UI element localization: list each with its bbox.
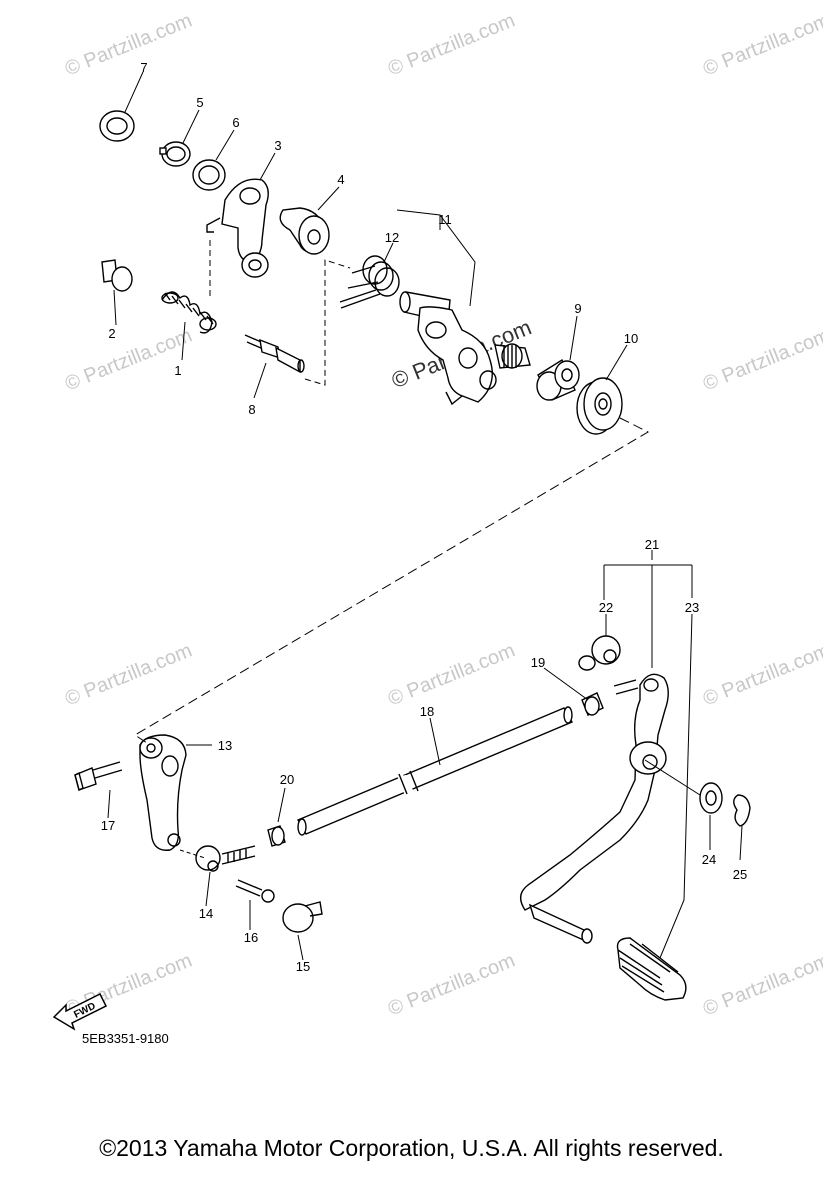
part-25-clip[interactable] [733,794,751,827]
part-7-washer[interactable] [99,110,135,142]
part-16-bolt[interactable] [235,879,275,903]
callout-label: 4 [337,172,344,187]
callout-label: 23 [685,600,699,615]
callout-label: 3 [274,138,281,153]
callout-label: 9 [574,301,581,316]
callout-label: 25 [733,867,747,882]
part-9-bushing[interactable] [536,358,580,401]
fwd-label: FWD [72,1001,97,1021]
callout-label: 1 [174,363,181,378]
part-1-spring[interactable] [161,291,217,334]
callout-label: 2 [108,326,115,341]
part-21-shift-pedal[interactable] [520,673,669,944]
callout-label: 18 [420,704,434,719]
callout-label: 20 [280,772,294,787]
fwd-arrow-icon: FWD [52,992,108,1031]
part-2-pin[interactable] [101,259,133,292]
callout-label: 15 [296,959,310,974]
part-22-rod-joint[interactable] [578,635,621,671]
callout-label: 11 [438,212,452,227]
part-20-nut[interactable] [267,825,286,847]
callout-label: 14 [199,906,213,921]
part-19-nut[interactable] [581,692,604,716]
callout-label: 13 [218,738,232,753]
callout-label: 8 [248,402,255,417]
callout-label: 12 [385,230,399,245]
part-5-circlip[interactable] [159,141,191,167]
callout-label: 17 [101,818,115,833]
part-8-bolt[interactable] [244,334,305,374]
callout-label: 10 [624,331,638,346]
part-6-washer[interactable] [192,159,226,191]
part-23-pedal-rubber[interactable] [616,937,687,1001]
part-17-bolt[interactable] [74,761,123,792]
callout-label: 21 [645,537,659,552]
part-13-shift-arm[interactable] [139,734,187,851]
callout-label: 6 [232,115,239,130]
part-14-ball-joint[interactable] [195,845,256,872]
copyright-notice: ©2013 Yamaha Motor Corporation, U.S.A. A… [99,1135,724,1161]
callout-label: 19 [531,655,545,670]
callout-labels: 7 5 6 3 4 11 12 2 1 8 9 10 21 22 23 19 1… [101,60,747,974]
part-12-torsion-spring[interactable] [339,255,400,309]
callout-label: 5 [196,95,203,110]
part-10-oil-seal[interactable] [576,377,623,435]
part-18-shift-rod[interactable] [297,706,573,836]
leader-lines [107,71,743,961]
part-4-collar[interactable] [279,207,330,255]
diagram-code: 5EB3351-9180 [82,1031,169,1046]
part-24-washer[interactable] [699,782,723,814]
callout-label: 22 [599,600,613,615]
callout-label: 16 [244,930,258,945]
part-15-joint-cap[interactable] [282,901,323,933]
callout-label: 24 [702,852,716,867]
part-3-stopper-lever[interactable] [206,178,269,278]
callout-label: 7 [140,60,147,75]
part-11-shift-shaft-assembly[interactable] [399,291,531,406]
